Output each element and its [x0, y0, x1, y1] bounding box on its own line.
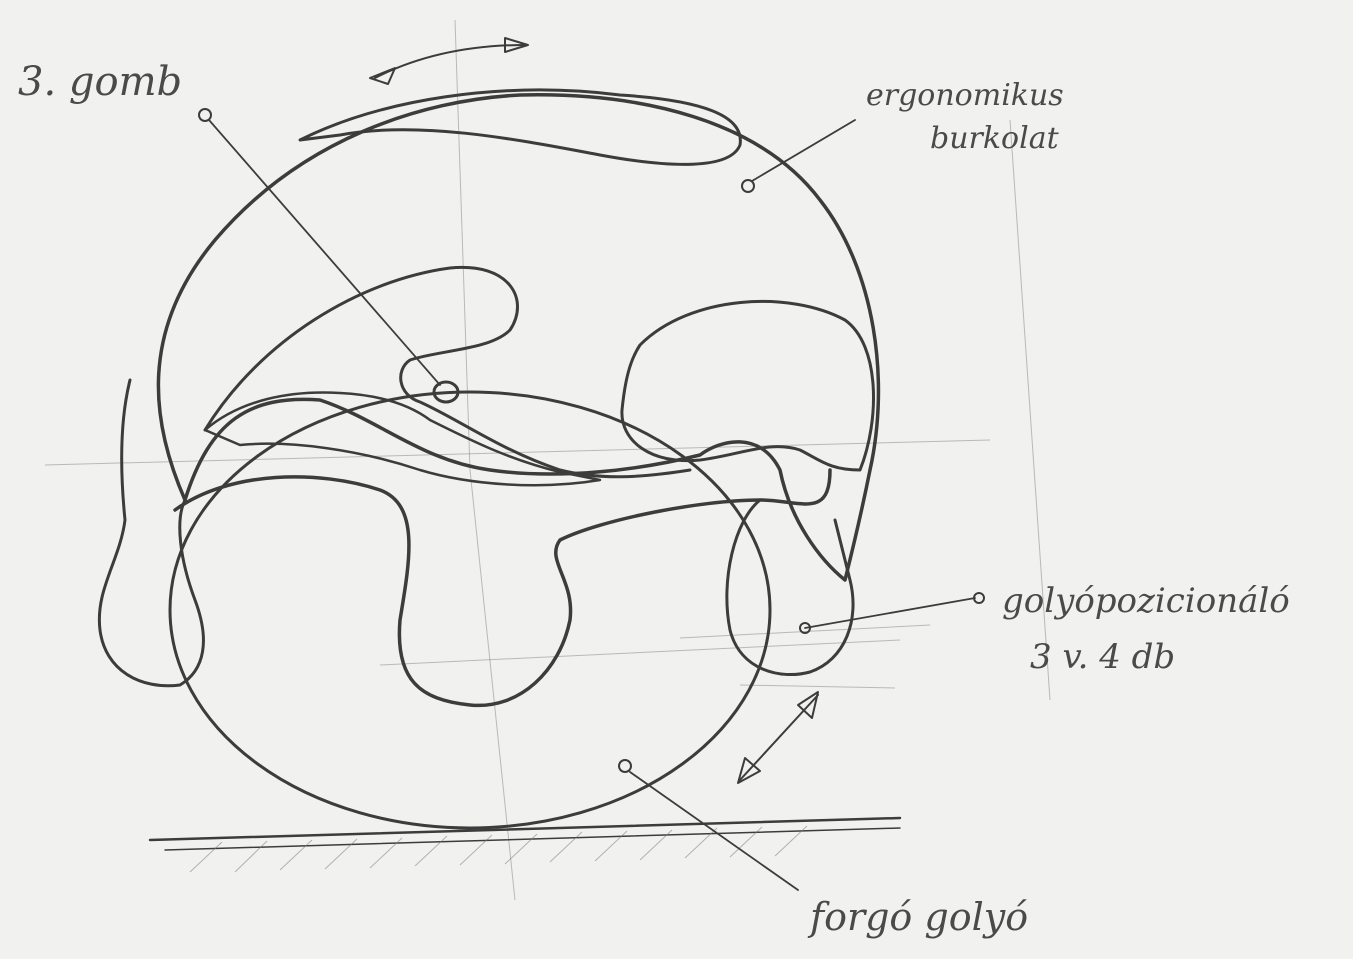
label-ergonomic-housing-line1: ergonomikus [866, 78, 1064, 113]
label-ball-positioner-line1: golyópozicionáló [1002, 581, 1290, 621]
ground-plane [150, 818, 900, 872]
rotation-arrow-top [370, 38, 528, 84]
rotation-arrow-side [738, 692, 818, 783]
label-rotating-ball: forgó golyó [807, 895, 1028, 939]
ergonomic-housing [99, 90, 878, 686]
label-ergonomic-housing-line2: burkolat [930, 121, 1060, 156]
ball-positioners [175, 382, 853, 705]
leader-lines [199, 109, 984, 890]
label-third-knob: 3. gomb [18, 59, 182, 105]
label-ball-positioner-line2: 3 v. 4 db [1030, 637, 1175, 677]
construction-lines [45, 20, 1050, 900]
